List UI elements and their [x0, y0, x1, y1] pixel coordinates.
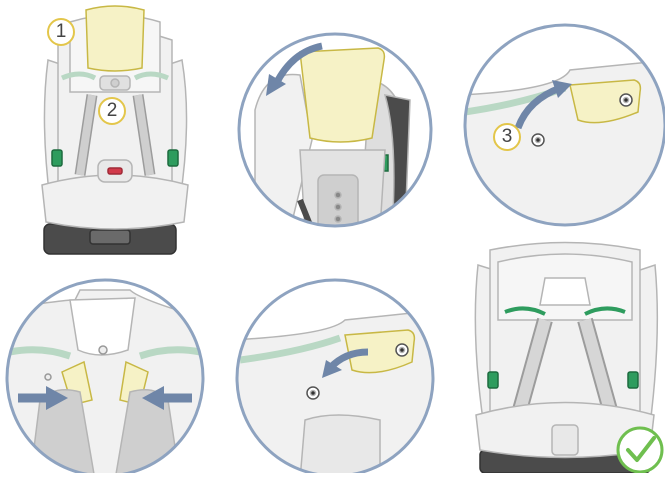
- panel-3-attachment-detail: [460, 25, 665, 230]
- seat-cushion: [42, 175, 188, 229]
- step-2-label: 2: [98, 97, 126, 125]
- headrest-insert-detail: [300, 48, 384, 142]
- left-green-clip: [52, 150, 62, 166]
- check-icon: [618, 428, 662, 472]
- panel-5-reattach-detail: [230, 280, 440, 473]
- right-green-clip: [168, 150, 178, 166]
- headrest-insert: [86, 6, 144, 71]
- step-1-label: 1: [47, 18, 75, 46]
- step-3-label: 3: [493, 123, 521, 151]
- panel-4-squeeze-detail: [0, 280, 210, 473]
- panel-2-headrest-detail: [239, 34, 431, 235]
